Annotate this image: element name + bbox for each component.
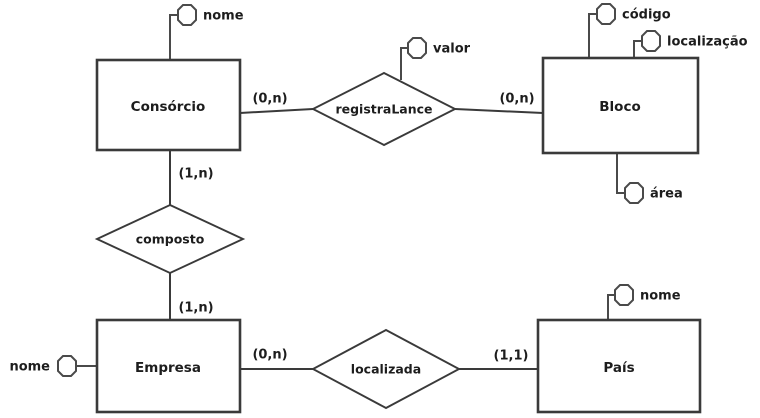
attribute-empresa-nome[interactable]: nome (9, 355, 77, 377)
attribute-bloco-codigo[interactable]: código (596, 3, 671, 25)
attr-line-registra-valor (400, 47, 408, 80)
entity-box-pais[interactable] (536, 318, 702, 414)
relationship-label-localizada: localizada (351, 362, 421, 377)
cardinality-localizada-pais: (1,1) (494, 349, 529, 364)
attribute-label-consorcio-nome: nome (203, 9, 244, 24)
line-registralance-bloco (454, 108, 544, 114)
entity-label-empresa: Empresa (135, 360, 201, 376)
diamond-composto[interactable] (94, 203, 246, 275)
attribute-label-empresa-nome: nome (9, 360, 50, 375)
attr-line-pais-nome (607, 294, 615, 320)
attribute-hexagon-registralance-valor[interactable] (407, 37, 427, 59)
attribute-pais-nome[interactable]: nome (614, 284, 681, 306)
relationship-composto[interactable]: composto (94, 203, 246, 275)
entity-empresa[interactable]: Empresa (95, 318, 242, 414)
attr-line-bloco-localizacao (633, 40, 642, 58)
line-consorcio-registralance (239, 108, 314, 114)
connector-lines (169, 108, 544, 370)
entity-label-bloco: Bloco (599, 99, 640, 115)
attribute-hexagon-empresa-nome[interactable] (57, 355, 77, 377)
attribute-label-bloco-area: área (650, 187, 683, 202)
attribute-hexagon-consorcio-nome[interactable] (177, 4, 197, 26)
attribute-label-bloco-codigo: código (622, 8, 671, 23)
cardinality-empresa-localizada: (0,n) (252, 348, 287, 363)
attr-line-bloco-area (616, 153, 625, 194)
attribute-label-registralance-valor: valor (433, 42, 471, 57)
attribute-bloco-area[interactable]: área (624, 182, 683, 204)
attribute-registralance-valor[interactable]: valor (407, 37, 471, 59)
cardinality-registralance-bloco: (0,n) (499, 92, 534, 107)
attribute-hexagon-bloco-codigo[interactable] (596, 3, 616, 25)
attribute-hexagon-bloco-area[interactable] (624, 182, 644, 204)
relationship-label-composto: composto (136, 232, 205, 247)
entity-pais[interactable]: País (536, 318, 702, 414)
entity-bloco[interactable]: Bloco (541, 56, 700, 155)
attribute-connector-lines (76, 13, 642, 367)
attribute-bloco-localizacao[interactable]: localização (641, 30, 748, 52)
cardinality-consorcio-registralance: (0,n) (252, 92, 287, 107)
relationship-localizada[interactable]: localizada (310, 328, 462, 410)
entity-box-empresa[interactable] (95, 318, 242, 414)
entity-box-consorcio[interactable] (95, 58, 242, 152)
relationship-registralance[interactable]: registraLance (310, 71, 458, 147)
attribute-label-bloco-localizacao: localização (667, 35, 748, 50)
attr-line-bloco-codigo (588, 13, 597, 58)
attr-line-consorcio-nome (169, 14, 178, 60)
attribute-hexagon-bloco-localizacao[interactable] (641, 30, 661, 52)
entity-consorcio[interactable]: Consórcio (95, 58, 242, 152)
entity-box-bloco[interactable] (541, 56, 700, 155)
attribute-hexagon-pais-nome[interactable] (614, 284, 634, 306)
cardinality-composto-empresa: (1,n) (178, 301, 213, 316)
diamond-registralance[interactable] (310, 71, 458, 147)
attribute-label-pais-nome: nome (640, 289, 681, 304)
diamond-localizada[interactable] (310, 328, 462, 410)
entity-label-consorcio: Consórcio (131, 99, 206, 115)
cardinality-consorcio-composto: (1,n) (178, 167, 213, 182)
attribute-consorcio-nome[interactable]: nome (177, 4, 244, 26)
relationship-label-registralance: registraLance (335, 102, 432, 117)
cardinality-labels: (0,n) (0,n) (1,n) (1,n) (0,n) (1,1) (178, 92, 534, 364)
entity-label-pais: País (603, 360, 634, 376)
